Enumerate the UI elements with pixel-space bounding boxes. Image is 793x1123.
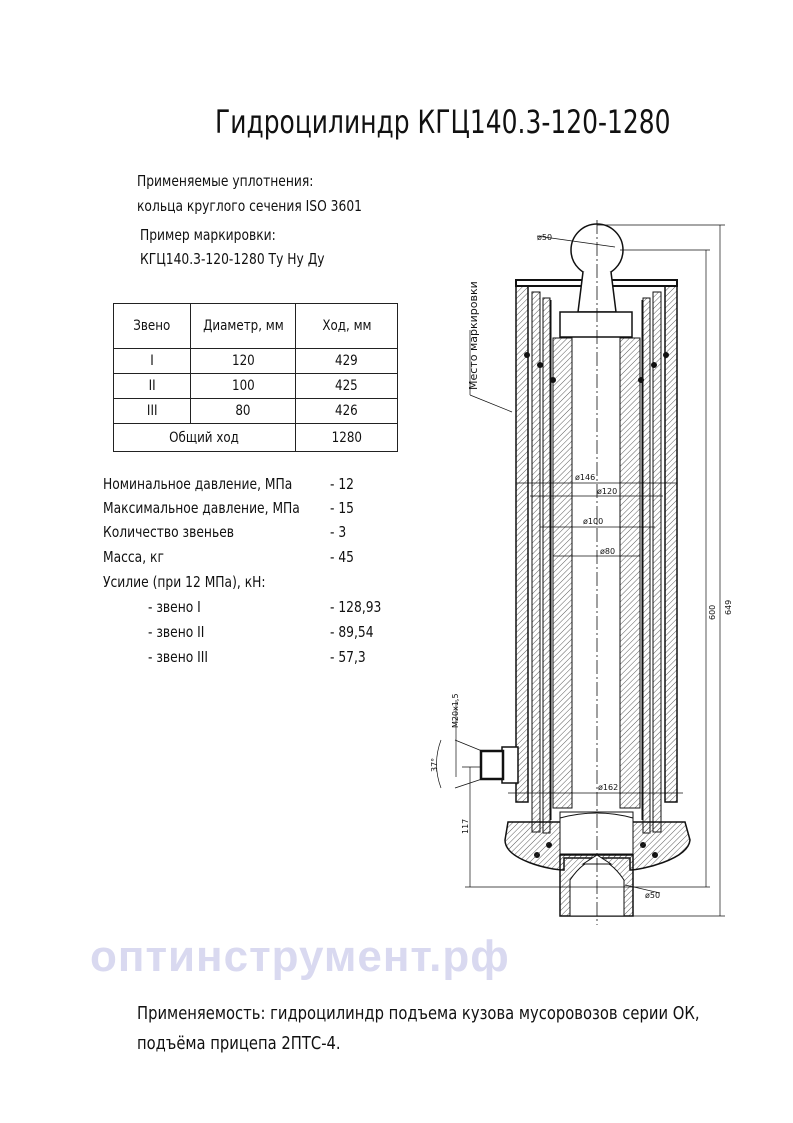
- table-total-row: Общий ход 1280: [113, 423, 398, 452]
- dim-ball: ø50: [537, 233, 552, 242]
- dim-120: ø120: [597, 487, 617, 496]
- applicability-line-1: Применяемость: гидроцилиндр подъема кузо…: [137, 1003, 700, 1024]
- header-stroke: Ход, мм: [321, 318, 372, 334]
- spec-value: - 128,93: [330, 598, 382, 616]
- total-value: 1280: [331, 429, 362, 446]
- seals-label: Применяемые уплотнения:: [137, 172, 314, 190]
- spec-label: - звено III: [148, 648, 209, 666]
- watermark: оптинструмент.рф: [90, 932, 510, 981]
- spec-label: Усилие (при 12 МПа), кН:: [103, 573, 266, 591]
- dim-angle: 37°: [430, 758, 439, 772]
- table-header-row: Звено Диаметр, мм Ход, мм: [113, 303, 398, 349]
- spec-label: Максимальное давление, МПа: [103, 499, 300, 517]
- cell: I: [150, 353, 154, 369]
- spec-value: - 45: [330, 548, 355, 566]
- total-label: Общий ход: [169, 429, 240, 446]
- marking-value: КГЦ140.3-120-1280 Ту Ну Ду: [140, 250, 325, 268]
- header-diameter: Диаметр, мм: [202, 318, 284, 334]
- page-title: Гидроцилиндр КГЦ140.3-120-1280: [215, 103, 671, 141]
- dim-117: 117: [461, 819, 470, 834]
- dim-649: 649: [724, 600, 733, 615]
- links-table: Звено Диаметр, мм Ход, мм I 120 429 II 100 4…: [113, 303, 398, 452]
- seals-value: кольца круглого сечения ISO 3601: [137, 197, 362, 215]
- spec-value: - 3: [330, 523, 347, 541]
- dim-600: 600: [708, 605, 717, 620]
- dim-146: ø146: [575, 473, 595, 482]
- cell: 80: [235, 403, 251, 419]
- spec-label: Масса, кг: [103, 548, 164, 566]
- spec-value: - 15: [330, 499, 355, 517]
- spec-label: - звено I: [148, 598, 201, 616]
- dim-thread: M20x1,5: [451, 693, 460, 728]
- spec-value: - 57,3: [330, 648, 366, 666]
- marking-place-label: Место маркировки: [467, 281, 480, 390]
- dim-80: ø80: [600, 547, 615, 556]
- dim-162: ø162: [598, 783, 618, 792]
- spec-label: Номинальное давление, МПа: [103, 475, 293, 493]
- spec-label: Количество звеньев: [103, 523, 235, 541]
- cell: 120: [231, 353, 255, 369]
- header-link: Звено: [133, 318, 171, 334]
- applicability-line-2: подъёма прицепа 2ПТС-4.: [137, 1033, 341, 1054]
- dim-lug: ø50: [645, 891, 660, 900]
- cell: 426: [335, 403, 358, 419]
- spec-value: - 12: [330, 475, 355, 493]
- cell: 425: [335, 378, 358, 394]
- cell: III: [146, 403, 158, 419]
- cell: II: [148, 378, 156, 394]
- spec-value: - 89,54: [330, 623, 374, 641]
- table-row: I 120 429: [113, 348, 398, 374]
- table-row: II 100 425: [113, 373, 398, 399]
- dim-100: ø100: [583, 517, 603, 526]
- marking-label: Пример маркировки:: [140, 226, 276, 244]
- cell: 429: [335, 353, 358, 369]
- cell: 100: [231, 378, 255, 394]
- spec-label: - звено II: [148, 623, 205, 641]
